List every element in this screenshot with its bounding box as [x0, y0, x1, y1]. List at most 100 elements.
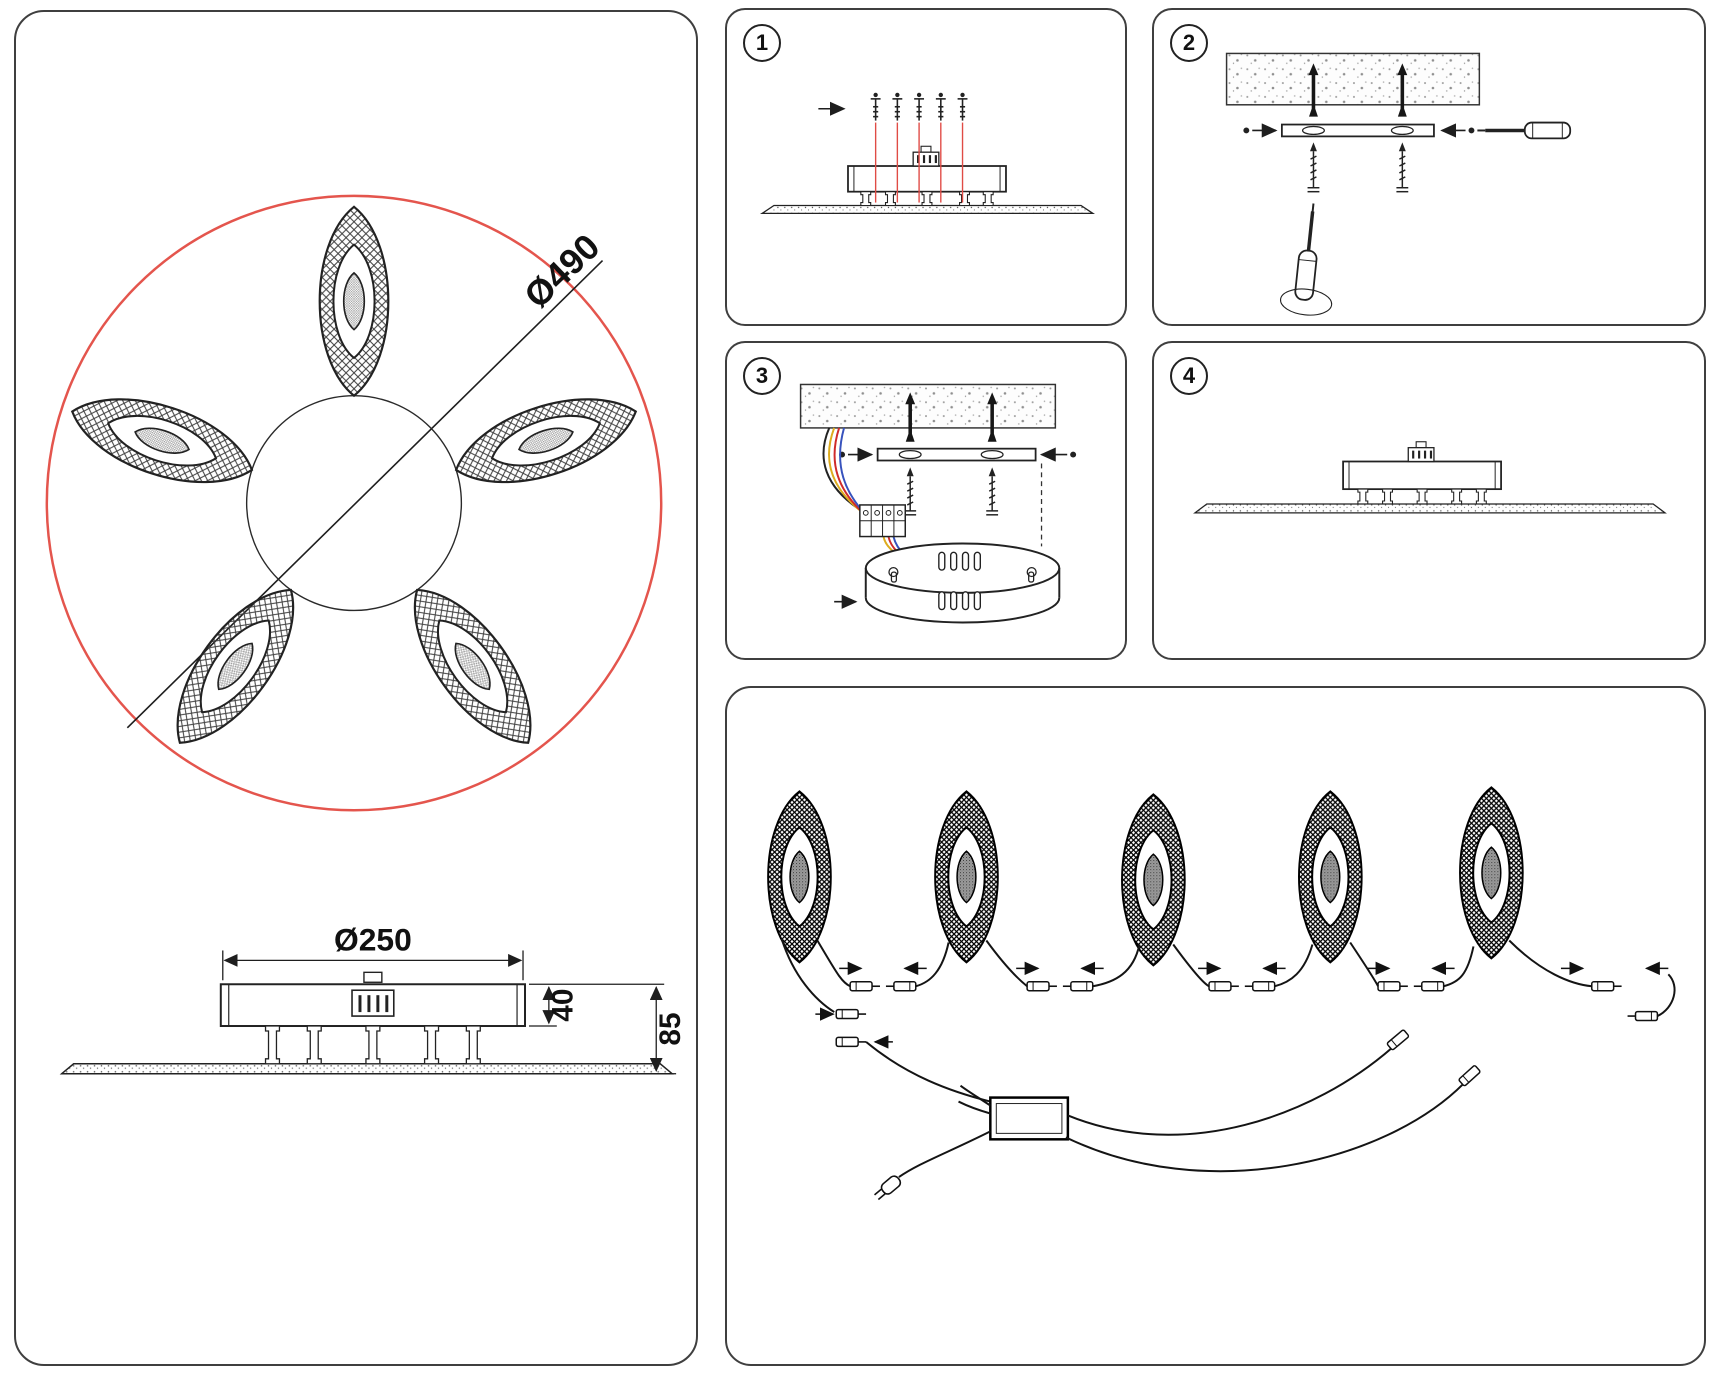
crystal-leaf	[444, 377, 648, 504]
top-view-diagram: Ø490	[45, 194, 663, 812]
dimensions-panel: Ø490	[14, 10, 698, 1366]
diameter-490-label: Ø490	[517, 226, 608, 316]
step-1-badge: 1	[743, 24, 781, 62]
crystal-leaf	[318, 205, 390, 397]
height-85-label: 85	[654, 1012, 687, 1045]
step-4-drawing	[1193, 441, 1667, 514]
connector	[1627, 1010, 1659, 1022]
leaf-light	[1298, 790, 1363, 964]
screw-icon	[986, 467, 999, 516]
connector	[1244, 981, 1276, 992]
screw-icon	[904, 467, 917, 516]
wire-connector	[351, 971, 395, 1017]
dim-85	[649, 985, 677, 1075]
connector	[835, 1036, 867, 1048]
screws-row	[870, 92, 968, 121]
height-40-label: 40	[547, 989, 580, 1022]
wiring-diagram-panel	[725, 686, 1706, 1366]
step-3-badge: 3	[743, 357, 781, 395]
connector	[885, 981, 917, 992]
diameter-250-label: Ø250	[334, 921, 412, 957]
step-4-panel: 4	[1152, 341, 1706, 660]
anchor-icon	[1308, 63, 1319, 117]
connector-junction	[780, 938, 893, 1049]
mounting-screws	[904, 467, 999, 516]
connector-junction	[816, 939, 950, 992]
connector	[1458, 1065, 1481, 1087]
ceiling-block	[799, 383, 1057, 429]
mounting-bracket	[876, 447, 1037, 462]
step-3-panel: 3	[725, 341, 1127, 660]
anchor-icon	[987, 392, 998, 442]
leaf-lights	[767, 786, 1524, 967]
connector	[1591, 981, 1622, 992]
leaf-light	[1459, 786, 1524, 960]
connector-junction	[1349, 941, 1475, 992]
side-view-diagram: Ø250 40 85	[59, 921, 687, 1075]
screwdriver-icon	[1279, 203, 1333, 316]
screw-icon	[1070, 451, 1077, 458]
screw-icon	[892, 92, 903, 121]
outer-diameter-circle	[45, 194, 663, 812]
screw-icon	[1243, 127, 1250, 134]
standoff-legs	[264, 1025, 481, 1065]
crystal-leaf	[151, 568, 320, 765]
screw-icon	[957, 92, 968, 121]
connector	[1208, 981, 1239, 992]
step-2-panel: 2	[1152, 8, 1706, 326]
terminal-block	[859, 504, 907, 538]
leaf-light	[1121, 793, 1186, 967]
dim-40	[528, 983, 665, 1027]
driver-box	[989, 1096, 1070, 1141]
connector-junction	[1172, 943, 1314, 992]
standoff-legs	[860, 191, 994, 207]
screw-icon	[1396, 142, 1409, 193]
connector-junction	[1508, 939, 1676, 1022]
step-1-panel: 1	[725, 8, 1127, 326]
wire-connector	[1407, 441, 1435, 463]
step-1-drawing	[759, 92, 1095, 215]
keyhole-slots	[888, 567, 1037, 583]
step-4-badge: 4	[1170, 357, 1208, 395]
anchor-icon	[905, 392, 916, 442]
connector	[1026, 981, 1057, 992]
ceiling-block	[1225, 52, 1481, 106]
baseplate	[59, 1063, 675, 1075]
housing	[847, 165, 1007, 193]
wiring-drawing	[767, 786, 1676, 1201]
baseplate	[759, 204, 1095, 215]
screw-icon	[935, 92, 946, 121]
alignment-guides	[874, 122, 964, 203]
crystal-leaf	[60, 377, 264, 504]
connector	[849, 981, 880, 992]
dim-250	[222, 950, 524, 981]
connector	[1062, 981, 1094, 992]
step-2-drawing	[1225, 52, 1572, 316]
power-plug	[874, 1175, 902, 1201]
step-2-badge: 2	[1170, 24, 1208, 62]
standoff-legs	[1357, 488, 1487, 505]
wire-connector	[912, 145, 940, 167]
screw-icon	[870, 92, 881, 121]
connector-junction	[985, 939, 1141, 992]
connector	[1413, 981, 1445, 992]
baseplate	[1193, 503, 1667, 514]
housing	[1342, 460, 1502, 491]
mounting-screws	[1307, 142, 1409, 193]
leaf-light	[934, 790, 999, 964]
connector	[1377, 981, 1408, 992]
screw-icon	[914, 92, 925, 121]
anchor-icon	[1397, 63, 1408, 117]
connector	[835, 1008, 867, 1020]
led-driver	[865, 1029, 1481, 1201]
connector	[1386, 1029, 1410, 1051]
mounting-bracket	[1280, 123, 1435, 138]
canopy	[834, 542, 1061, 624]
step-3-drawing	[799, 383, 1077, 624]
screw-icon	[1468, 127, 1475, 134]
crystal-leaf	[388, 568, 557, 765]
leaf-light	[767, 790, 832, 964]
screwdriver-icon	[1477, 121, 1572, 140]
dimensions-drawing: Ø490	[45, 194, 687, 1075]
